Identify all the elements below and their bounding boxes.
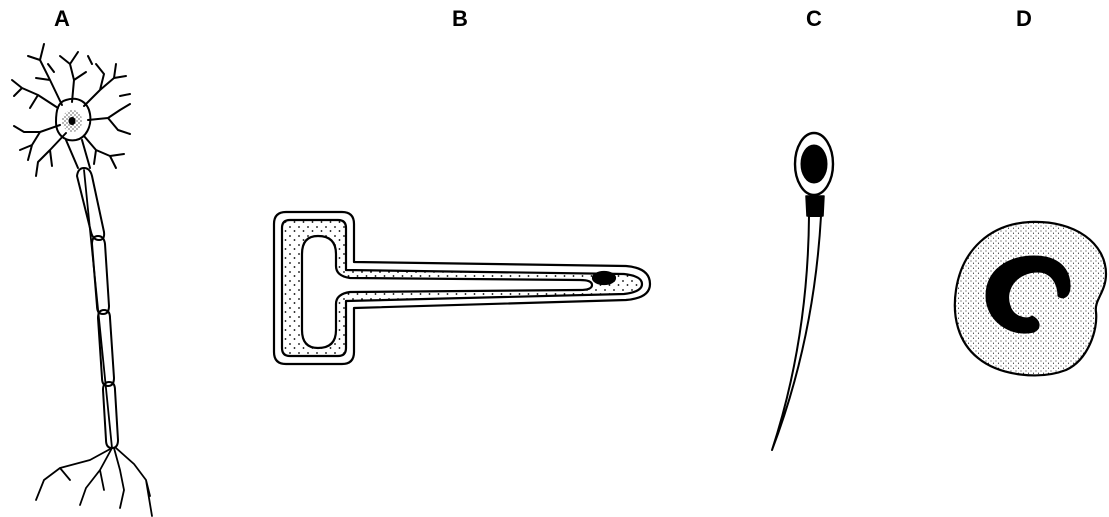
sperm-cell-tail	[772, 216, 821, 450]
neuron	[12, 44, 152, 516]
neuron-myelin-sheath	[77, 168, 118, 448]
sperm-cell	[772, 133, 833, 450]
neuron-dendrites	[12, 44, 130, 176]
white-blood-cell	[955, 222, 1106, 375]
root-hair-cell-nucleus	[593, 272, 615, 284]
sperm-cell-nucleus	[801, 145, 827, 183]
root-hair-cell	[274, 212, 650, 364]
neuron-axon-terminals	[36, 448, 152, 516]
sperm-cell-midpiece	[806, 196, 824, 216]
white-blood-cell-membrane	[955, 222, 1106, 375]
neuron-nucleus	[69, 117, 76, 125]
